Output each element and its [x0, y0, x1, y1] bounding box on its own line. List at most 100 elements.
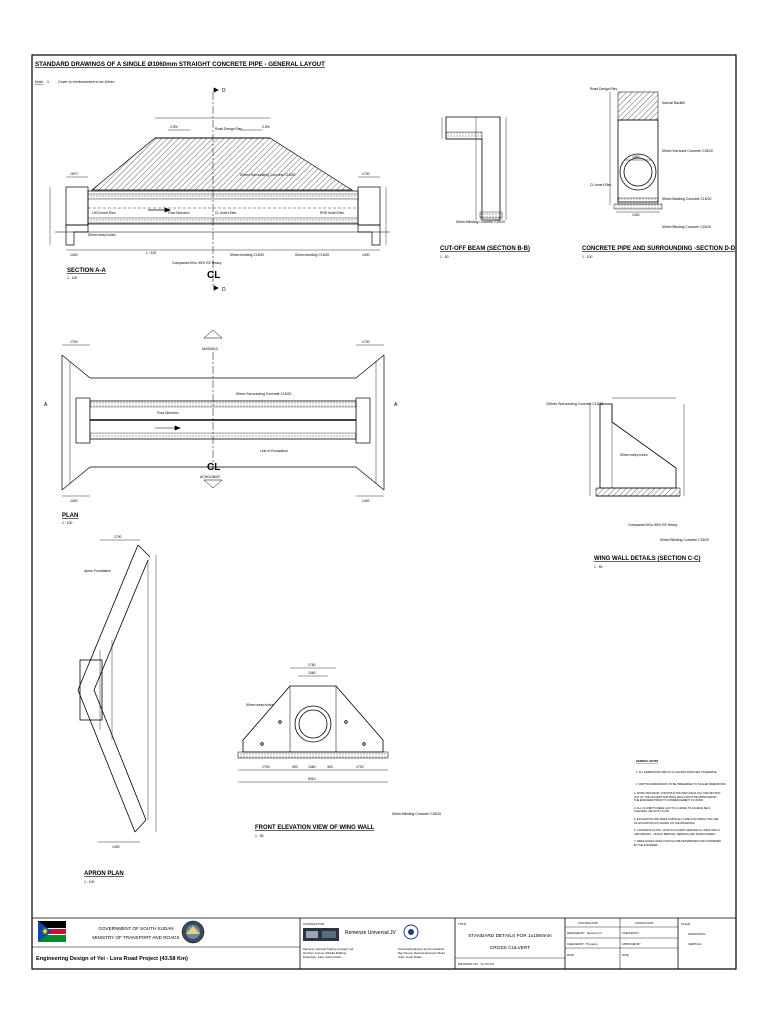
- approved-by: APPROVED BY :: [622, 942, 642, 946]
- section-dd-scale: 1 : 100: [582, 255, 592, 259]
- front-elevation: [237, 667, 389, 783]
- front-elevation-labels: 50mm weep holes 50mm Blinding Concrete C…: [246, 663, 441, 838]
- dim-length: L / 100: [146, 251, 156, 255]
- sheet-title: STANDARD DRAWINGS OF A SINGLE Ø1060mm ST…: [35, 61, 325, 68]
- apron-dim-bottom: 1400: [112, 845, 120, 849]
- project-name: Engineering Design of Yei - Lora Road Pr…: [36, 956, 188, 962]
- dd-road-design-elev: Road Design Elev.: [590, 87, 618, 91]
- plan-view: [61, 329, 385, 497]
- date-left: DATE: [567, 953, 574, 957]
- note-text: Cover to reinforcement to be 40mm: [58, 80, 115, 84]
- wing-blinding: 50mm Blinding Concrete C15/20: [660, 538, 709, 542]
- company2-line3: Juba, South Sudan: [398, 955, 422, 959]
- general-notes-title: GENERAL NOTES: [636, 759, 659, 763]
- scale-vertical: VERTICAL: [688, 942, 702, 946]
- surround-label: 50mm Surrounding Concrete C15/20: [240, 173, 296, 177]
- note-block: 3. WORK PROGRAM, CONSTRUCTION METHODOLOG…: [634, 792, 721, 847]
- title-block: [32, 917, 736, 969]
- plan-dim-br: 1400: [362, 499, 370, 503]
- drawing-title-line1: STANDARD DETAILS FOR 1x1060mm: [468, 933, 552, 939]
- apron-dim-top: 1700: [114, 535, 122, 539]
- cl-invert-label: CL Invert Elev.: [215, 211, 237, 215]
- jv-name: Remenze Universal JV: [345, 930, 397, 936]
- plan-excavation: Line of Excavation: [260, 449, 288, 453]
- front-dim-b2: 1060: [308, 765, 316, 769]
- drawing-title-line2: CROSS CULVERT: [490, 945, 530, 951]
- weep-hole-label: 50mm weep holes: [88, 233, 116, 237]
- apron-foundation-label: Apron Foundation: [84, 569, 111, 573]
- front-elevation-scale: 1 : 50: [255, 834, 264, 838]
- section-dd: [609, 91, 663, 213]
- plan-scale: 1 : 100: [62, 521, 72, 525]
- note-label: Note:: [35, 80, 44, 84]
- dim-left: 1670: [70, 172, 78, 176]
- section-aa: [49, 87, 390, 291]
- section-aa-title: SECTION A-A: [67, 268, 106, 274]
- govt-line2: MINISTRY OF TRANSPORT AND ROADS: [92, 935, 179, 940]
- front-dim-total: 5010: [308, 777, 316, 781]
- company1-line3: Downtown, Juba, South Sudan: [303, 955, 342, 959]
- jv-logo: [303, 928, 339, 941]
- section-dd-title: CONCRETE PIPE AND SURROUNDING -SECTION D…: [582, 246, 736, 252]
- marker-d-bottom: D: [222, 287, 226, 293]
- wing-wall-title: WING WALL DETAILS (SECTION C-C): [594, 556, 700, 562]
- dd-normal-backfill: Normal Backfill: [662, 101, 685, 105]
- plan-flow-direction: Flow Direction: [157, 411, 179, 415]
- dd-cl-invert: CL Invert Elev.: [590, 183, 612, 187]
- marker-d-top: D: [222, 88, 226, 94]
- general-notes: GENERAL NOTES 1. ALL DIMENSIONS ARE IN m…: [634, 759, 726, 847]
- note-item: 6. CONCRETE CLASS - 20/20 IN CULVERT HEA…: [634, 829, 720, 836]
- front-dim-b1: 300: [292, 765, 298, 769]
- wing-surround: 150mm Surrounding Concrete C15/20: [546, 402, 603, 406]
- wing-wall-labels: 150mm Surrounding Concrete C15/20 50mm w…: [546, 402, 709, 569]
- dim-bottom-right: 1400: [362, 253, 370, 257]
- bedding-left-label: 50mm bedding C15/20: [230, 253, 264, 257]
- wing-weep-hole: 50mm weep holes: [620, 453, 648, 457]
- checked-by-right: CHECKED BY :: [622, 931, 641, 935]
- col-contractor: CONTRACTOR: [578, 921, 598, 925]
- note-item: 2. WRITTEN DIMENSIONS TO BE PREFERRED TO…: [636, 782, 726, 786]
- contractor-label: CONTRACTOR: [303, 922, 325, 926]
- scale-horizontal: HORIZONTAL: [688, 932, 706, 936]
- drawing-no: DRAWING NO : YL-TD-XX: [458, 962, 494, 966]
- slope-right-label: 2.5%: [262, 125, 270, 129]
- section-aa-scale: 1 : 100: [67, 276, 77, 280]
- company1-line1: Remenze General Trading Company Ltd: [303, 947, 354, 951]
- note-item: 3. WORK PROGRAM, CONSTRUCTION METHODOLOG…: [634, 792, 721, 803]
- note-item: 4. ALL CULVERTS WERE LAID TO A GRADE TO …: [634, 806, 711, 814]
- plan-dim-bl: 1400: [70, 499, 78, 503]
- wing-wall-scale: 1 : 50: [594, 565, 603, 569]
- south-sudan-flag: [38, 921, 66, 942]
- flow-direction-label: Flow Direction: [168, 211, 190, 215]
- apron-plan: [77, 539, 157, 843]
- embankment-fill: [91, 137, 354, 191]
- note-item: 1. ALL DIMENSIONS ARE IN mm UNLESS SPECI…: [636, 770, 718, 774]
- apron-labels: Apron Foundation 1700 1400 APRON PLAN 1 …: [84, 535, 124, 884]
- plan-dim-right: 1700: [362, 340, 370, 344]
- dim-bottom-left: 1400: [70, 253, 78, 257]
- cutoff-beam-labels: 50mm Blinding Concrete C15/20 CUT-OFF BE…: [440, 220, 530, 259]
- slope-left-label: 2.5%: [170, 125, 178, 129]
- cutoff-beam: [441, 116, 507, 221]
- front-blinding: 50mm Blinding Concrete C15/20: [392, 812, 441, 816]
- checked-by-left: CHECKED BY : Thomas A.: [567, 942, 599, 946]
- title-label: TITLE: [458, 922, 466, 926]
- cutoff-beam-scale: 1 : 50: [440, 255, 449, 259]
- consultant-logo: [403, 924, 419, 940]
- note-item: 5. EXCAVATION AND SIDES VERTICALLY ARE F…: [634, 817, 719, 825]
- apron-plan-title: APRON PLAN: [84, 871, 124, 877]
- designed-by: DESIGNED BY : Remenze JV: [567, 931, 602, 935]
- centerline-label: CL: [207, 270, 220, 281]
- cutoff-beam-title: CUT-OFF BEAM (SECTION B-B): [440, 246, 530, 252]
- front-weep-hole: 50mm weep holes: [246, 703, 274, 707]
- plan-title: PLAN: [62, 513, 78, 519]
- dim-right: 1700: [362, 172, 370, 176]
- wing-compacted: Compacted fill to 95% GS Heavy: [628, 523, 678, 527]
- dd-bedding: 50mm Bedding Concrete C15/20: [662, 197, 711, 201]
- title-block-text: GOVERNMENT OF SOUTH SUDAN MINISTRY OF TR…: [36, 921, 706, 966]
- plan-dim-left: 1700: [70, 340, 78, 344]
- col-consultant: CONSULTANT: [635, 921, 654, 925]
- govt-line1: GOVERNMENT OF SOUTH SUDAN: [98, 926, 173, 931]
